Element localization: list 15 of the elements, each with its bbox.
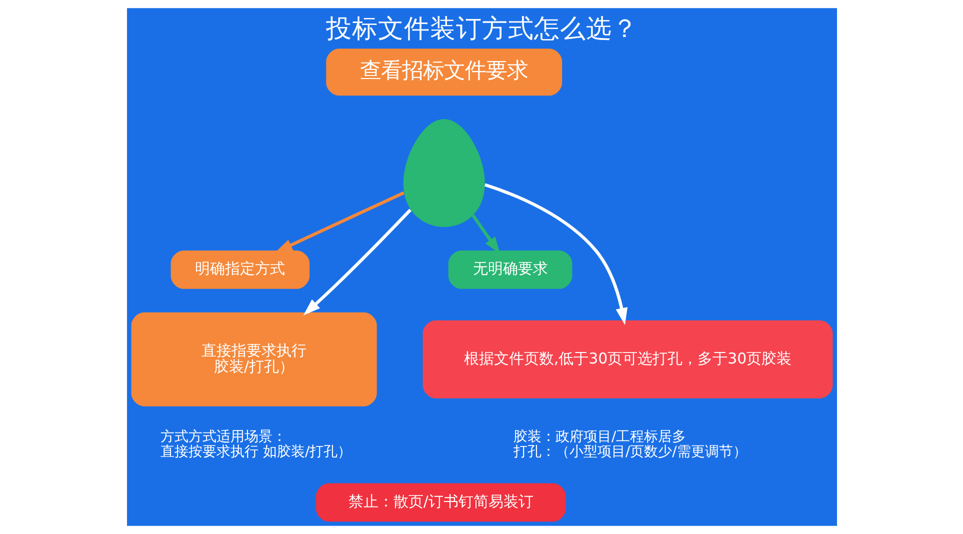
node-box: 明确指定方式 — [170, 250, 310, 289]
node-label: 方式方式适用场景： — [160, 428, 286, 445]
node-box: 禁止：散页/订书钉简易装订 — [315, 483, 566, 522]
node-box: 无明确要求 — [448, 250, 572, 289]
arrow — [484, 183, 628, 326]
node-label: 胶装：政府项目/工程标居多 — [512, 428, 686, 445]
node-picture — [402, 119, 484, 227]
arrow — [302, 208, 412, 316]
arrow — [274, 191, 404, 252]
node-box: 根据文件页数,低于30页可选打孔，多于30页胶装 — [422, 320, 832, 398]
node-label: 直接按要求执行 如胶装/打孔） — [160, 444, 352, 460]
node-box: 直接指要求执行 胶装/打孔） — [130, 312, 376, 406]
node-label: 打孔：（小型项目/页数少/需更调节） — [512, 444, 746, 460]
node-box: 查看招标文件要求 — [326, 48, 562, 96]
diagram-title: 投标文件装订方式怎么选？ — [326, 14, 638, 44]
